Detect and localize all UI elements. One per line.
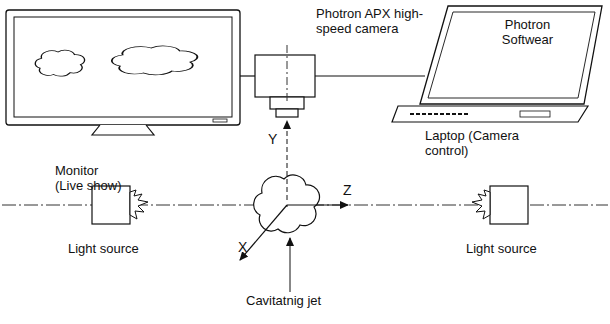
node-label: Photron Softwear	[480, 18, 575, 48]
light-flash	[130, 190, 148, 219]
node-label: Photron APX high-speed camera	[316, 7, 441, 37]
light-source-node: Light source	[92, 186, 130, 224]
camera-centerline	[287, 45, 288, 104]
camera-lens-tip	[276, 109, 298, 117]
jet-node: Cavitatnig jet	[252, 170, 322, 236]
laptop-keys	[410, 113, 470, 115]
axis-label: X	[238, 240, 247, 255]
camera-node: Photron APX high-speed camera	[255, 55, 315, 97]
camera-body	[255, 55, 315, 97]
monitor-stand	[92, 125, 154, 135]
node-label: Light source	[466, 242, 556, 257]
light-source-node: Light source	[490, 186, 528, 224]
cable	[315, 75, 425, 76]
laptop-display	[428, 12, 595, 98]
axis-label: Z	[343, 183, 352, 198]
node-label: Cavitatnig jet	[246, 294, 356, 309]
node-label: Light source	[68, 242, 158, 257]
node-label: Laptop (Camera control)	[425, 129, 530, 159]
leader-line	[290, 238, 291, 292]
monitor-button	[213, 119, 227, 122]
cloud-image	[112, 46, 198, 75]
monitor-node: Monitor (Live show)	[6, 10, 240, 125]
light-flash	[472, 190, 490, 219]
cloud-outline	[35, 50, 84, 76]
light-box	[490, 186, 528, 224]
y-axis	[287, 121, 288, 200]
laptop-screen	[420, 6, 602, 104]
laptop-base	[392, 106, 588, 122]
monitor-screen	[14, 17, 232, 117]
cloud-outline	[112, 46, 198, 75]
cable	[240, 75, 255, 76]
laptop-node: Photron SoftwearLaptop (Camera control)	[425, 6, 605, 122]
laptop-touchpad	[520, 111, 550, 117]
cloud-image	[35, 50, 84, 76]
monitor-frame	[6, 10, 240, 125]
node-label: Monitor (Live show)	[55, 164, 130, 194]
z-axis	[287, 204, 348, 205]
axis-label: Y	[268, 132, 277, 147]
